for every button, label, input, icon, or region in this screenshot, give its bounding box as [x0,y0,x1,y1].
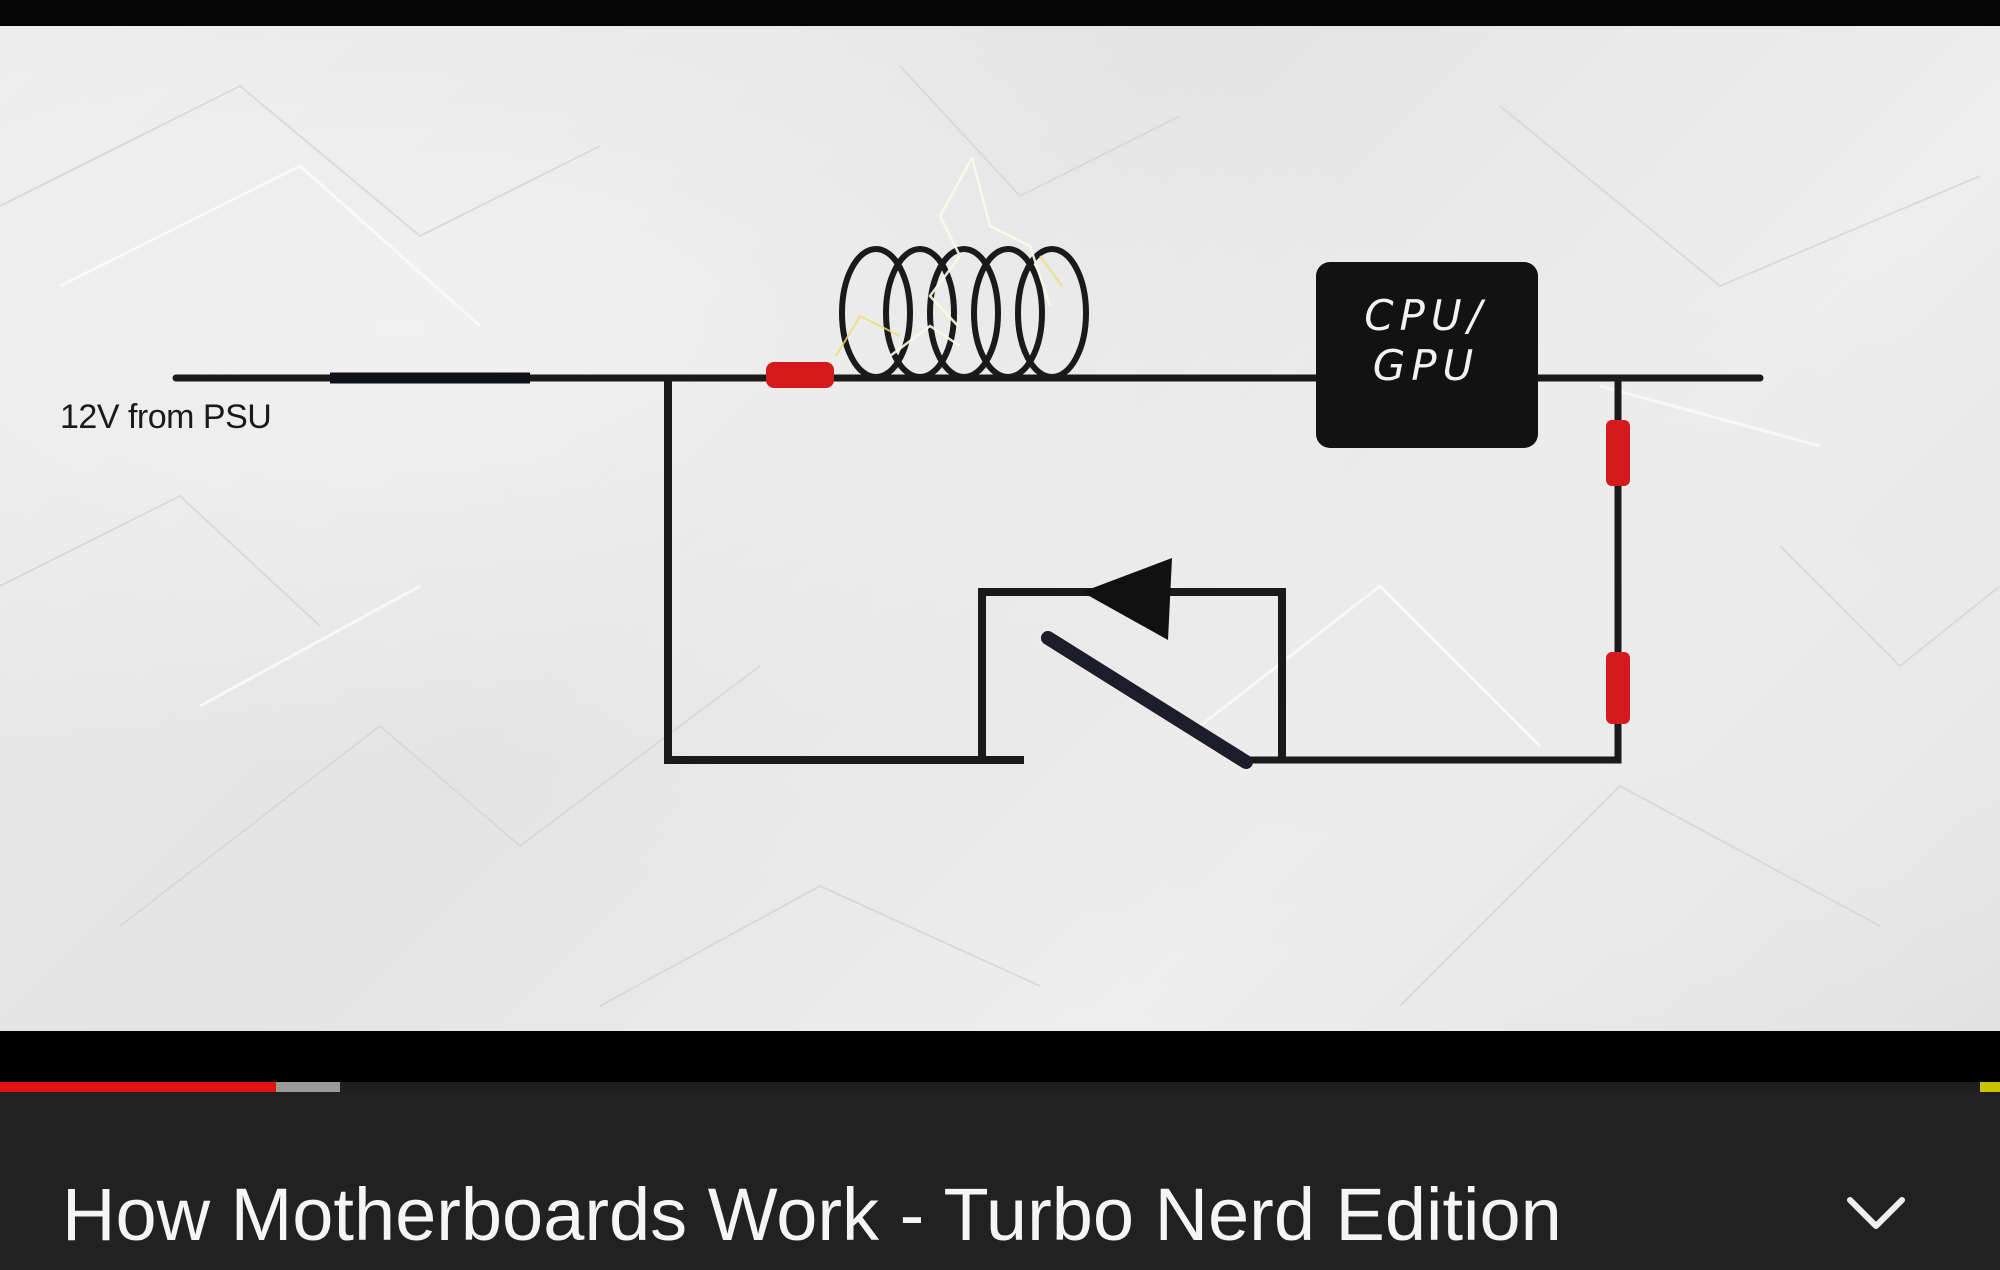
expand-description-button[interactable] [1840,1182,1912,1246]
bottom-left-loop-wire [664,378,1024,764]
video-title[interactable]: How Motherboards Work - Turbo Nerd Editi… [62,1173,1562,1256]
psu-input-label: 12V from PSU [60,398,272,436]
bottom-letterbox-bar [0,1031,2000,1079]
progress-played [0,1082,276,1092]
inductor-coil [839,246,1089,380]
video-progress-bar[interactable] [0,1082,2000,1092]
chip-label: CPU/ GPU [1316,291,1536,391]
coil-spark-lines [889,157,1052,357]
video-player-frame[interactable]: 12V from PSU CPU/ GPU [0,26,2000,1031]
red-marker-right-bottom [1606,652,1630,724]
chevron-down-icon [1847,1197,1905,1229]
red-marker-right-top [1606,420,1630,486]
video-info-panel: How Motherboards Work - Turbo Nerd Editi… [0,1092,2000,1270]
chapter-marker [1980,1082,2000,1092]
diode-arrow [1082,558,1172,640]
crumpled-paper-texture [0,65,2000,1007]
circuit-diagram [172,157,1764,769]
chip-label-line1: CPU/ [1364,291,1488,340]
red-marker-input [766,362,834,388]
chip-label-line2: GPU [1372,341,1480,390]
switch-blade [1041,631,1253,769]
cpu-gpu-chip [1316,262,1538,448]
coil-spark-yellow [835,255,1063,357]
top-letterbox-bar [0,0,2000,26]
return-wire [1250,378,1622,764]
